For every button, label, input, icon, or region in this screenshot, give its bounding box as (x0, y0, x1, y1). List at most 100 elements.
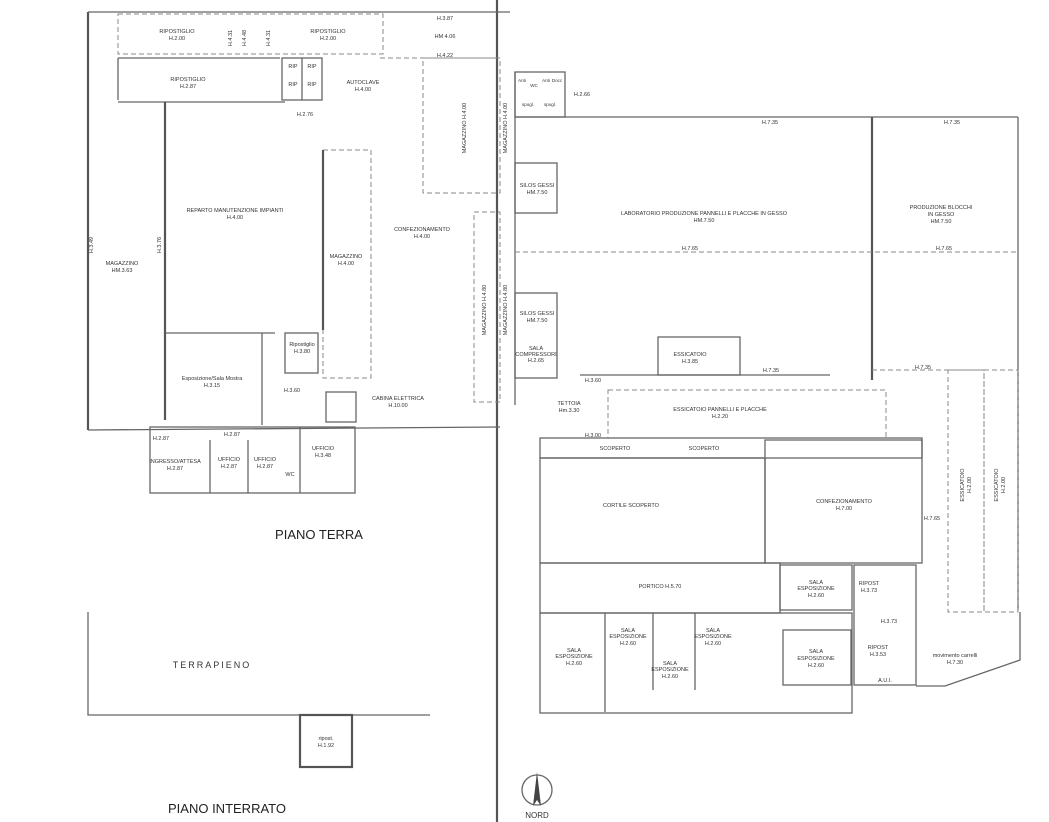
room-label: ESSICATOIO (994, 468, 1000, 502)
north-label: NORD (525, 811, 549, 820)
room-label: MAGAZZINO (106, 261, 139, 267)
height-label: H.7.65 (924, 516, 940, 522)
room-label: WC (530, 83, 538, 88)
room-label: AUTOCLAVE (347, 80, 380, 86)
height-label: H.7.35 (763, 368, 779, 374)
height-label: H.3.49 (89, 237, 95, 253)
room-height: H.2.60 (620, 641, 636, 647)
room-label: RIPOSTIGLIO (310, 29, 346, 35)
room-label: SALA (706, 628, 720, 634)
room-label: SALA (529, 346, 543, 352)
room-label: UFFICIO (254, 457, 277, 463)
right-building (514, 71, 1021, 714)
room-label: CORTILE SCOPERTO (603, 503, 660, 509)
room-label: ESSICATOIO (673, 352, 707, 358)
room-label: SILOS GESSI (520, 183, 555, 189)
room-label: ESPOSIZIONE (797, 586, 835, 592)
room-height: H.3.85 (682, 359, 698, 365)
room-label: ESPOSIZIONE (694, 634, 732, 640)
room-label: SALA (567, 648, 581, 654)
height-label: H.2.87 (153, 436, 169, 442)
height-label: H.2.87 (224, 432, 240, 438)
room-height: HM.7.50 (931, 219, 952, 225)
room-height: H.3.15 (204, 383, 220, 389)
room-label: ESSICATOIO PANNELLI E PLACCHE (673, 407, 767, 413)
room-height: H.3.48 (315, 453, 331, 459)
room-label: SALA (809, 649, 823, 655)
embankment-label: TERRAPIENO (173, 660, 252, 670)
room-label: WC (285, 472, 294, 478)
room-label: RIP (307, 82, 317, 88)
room-label: spogl. (522, 102, 534, 107)
room-label: SALA (663, 661, 677, 667)
title-ground-floor: PIANO TERRA (275, 527, 363, 542)
room-height: H.3.53 (870, 652, 886, 658)
room-height: H.2.00 (967, 477, 973, 493)
room-height: H.2.60 (705, 641, 721, 647)
room-label: REPARTO MANUTENZIONE IMPIANTI (187, 208, 284, 214)
room-height: H.2.00 (169, 36, 185, 42)
room-height: H.4.00 (414, 234, 430, 240)
height-label: H.2.66 (574, 92, 590, 98)
room-label: Anti (542, 78, 550, 83)
room-label: Esposizione/Sala Mostra (182, 376, 243, 382)
room-height: H.7.00 (836, 506, 852, 512)
height-label: H.2.76 (297, 112, 313, 118)
title-basement: PIANO INTERRATO (168, 801, 286, 816)
room-label: MAGAZZINO H.4.00 (462, 103, 468, 153)
room-height: Hm.3.30 (559, 408, 580, 414)
height-label: H.3.76 (157, 237, 163, 253)
room-label: PORTICO H.5.70 (639, 584, 682, 590)
room-label: UFFICIO (312, 446, 335, 452)
room-height: H.4.00 (355, 87, 371, 93)
room-label: SALA (809, 580, 823, 586)
room-label: movimento carrelli (933, 653, 978, 659)
room-label: SCOPERTO (689, 446, 720, 452)
height-label: H.7.35 (762, 120, 778, 126)
room-height: H.2.60 (808, 593, 824, 599)
room-label: RIP (288, 64, 298, 70)
room-height: H.2.20 (712, 414, 728, 420)
room-height: H.2.60 (662, 674, 678, 680)
room-label: SCOPERTO (600, 446, 631, 452)
room-height: H.2.87 (257, 464, 273, 470)
height-label: H.4.48 (242, 30, 248, 46)
room-label: Docc (552, 78, 563, 83)
left-building (86, 12, 501, 494)
room-height: H.7.30 (947, 660, 963, 666)
height-label: H.3.60 (585, 378, 601, 384)
room-height: H.2.87 (221, 464, 237, 470)
room-label: MAGAZZINO H.4.80 (482, 285, 488, 335)
height-label: H.4.31 (228, 30, 234, 46)
room-height: H.4.00 (338, 261, 354, 267)
room-height: H.1.92 (318, 743, 334, 749)
room-label: RIPOSTIGLIO (159, 29, 195, 35)
height-label: H.7.65 (936, 246, 952, 252)
room-height: H.3.73 (861, 588, 877, 594)
room-height: HM.7.50 (527, 318, 548, 324)
room-label: Ripostiglio (289, 342, 314, 348)
room-label: TETTOIA (557, 401, 580, 407)
room-height: H.2.00 (1001, 477, 1007, 493)
height-label: H.3.73 (881, 619, 897, 625)
height-label: HM 4.06 (435, 34, 456, 40)
room-label: UFFICIO (218, 457, 241, 463)
room-label: ESPOSIZIONE (609, 634, 647, 640)
room-label: SALA (621, 628, 635, 634)
room-height: H.2.87 (180, 84, 196, 90)
room-label: A.U.I. (878, 678, 892, 684)
room-label: LABORATORIO PRODUZIONE PANNELLI E PLACCH… (621, 211, 788, 217)
room-label: PRODUZIONE BLOCCHI (910, 205, 973, 211)
height-label: H.3.00 (585, 433, 601, 439)
basement-plan (87, 612, 430, 769)
north-arrow-icon (521, 772, 553, 806)
room-label: MAGAZZINO (330, 254, 363, 260)
room-height: H.3.80 (294, 349, 310, 355)
room-label: RIPOST (868, 645, 889, 651)
room-label: INGRESSO/ATTESA (149, 459, 201, 465)
room-height: H.2.87 (167, 466, 183, 472)
room-label: IN GESSO (928, 212, 955, 218)
room-label: ESPOSIZIONE (555, 654, 593, 660)
room-label: RIP (307, 64, 317, 70)
